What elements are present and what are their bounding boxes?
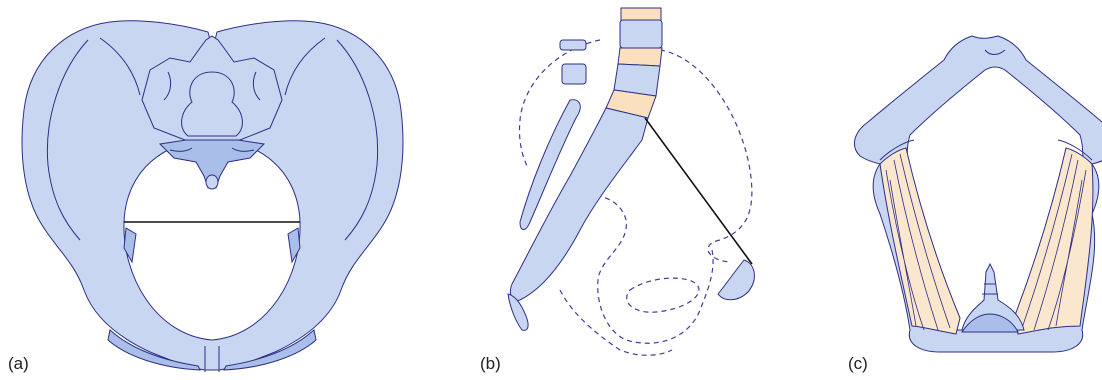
panel-a-pelvis-anterior bbox=[22, 21, 403, 372]
panel-b-pelvis-lateral bbox=[508, 8, 754, 355]
panel-c-pelvic-outlet bbox=[854, 36, 1102, 352]
conjugate-diameter-line bbox=[645, 118, 752, 264]
panel-label-b: (b) bbox=[480, 354, 501, 374]
coccyx-tip bbox=[206, 175, 218, 189]
ischial-dashed-outline bbox=[560, 290, 672, 355]
pubic-bone-lateral bbox=[718, 260, 754, 300]
panel-label-c: (c) bbox=[848, 354, 868, 374]
obturator-foramen-dashed bbox=[627, 278, 699, 312]
obturator-dashed-outline bbox=[570, 195, 713, 343]
panel-label-a: (a) bbox=[8, 354, 29, 374]
spinous-process-lower bbox=[562, 64, 586, 84]
intervertebral-disc-2 bbox=[618, 48, 662, 66]
spinous-process-upper bbox=[560, 40, 586, 50]
lumbar-vertebra-1 bbox=[620, 20, 662, 48]
